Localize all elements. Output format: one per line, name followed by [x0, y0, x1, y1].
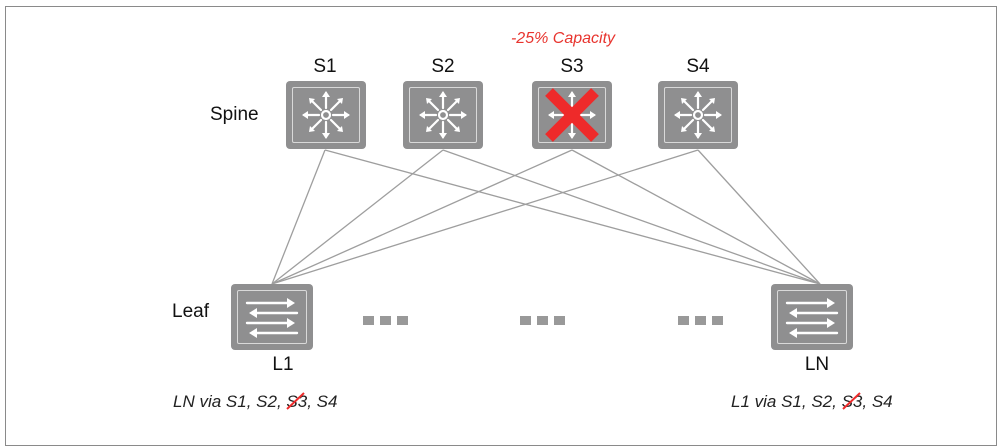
link-s2-l1	[271, 149, 444, 285]
diagram-frame	[5, 6, 997, 446]
route-path-s3-failed: S3	[286, 392, 307, 412]
link-s1-l1	[271, 149, 326, 285]
route-text-left: LN via S1, S2, S3, S4	[173, 392, 338, 412]
route-path-s4: S4	[871, 392, 893, 411]
spine-label-s3: S3	[560, 56, 584, 77]
link-lines	[271, 149, 821, 285]
route-prefix: L1 via	[731, 392, 782, 411]
link-s3-l1	[271, 149, 573, 285]
tier-label-spine: Spine	[210, 104, 259, 125]
route-prefix: LN via	[173, 392, 226, 411]
spine-label-s2: S2	[431, 56, 455, 77]
leaf-label-ln: LN	[804, 354, 830, 375]
leaf-switch-ln[interactable]	[771, 284, 853, 350]
route-path-s1: S1	[225, 392, 247, 411]
multilayer-switch-icon	[419, 91, 467, 139]
layer2-switch-icon	[245, 298, 299, 338]
link-s2-ln	[442, 149, 821, 285]
strike-icon	[841, 392, 861, 410]
link-s4-ln	[697, 149, 821, 285]
strike-icon	[286, 392, 306, 410]
route-path-s3-failed: S3	[842, 392, 863, 412]
spine-switch-s4[interactable]	[658, 81, 738, 149]
route-path-s4: S4	[316, 392, 338, 411]
leaf-switch-l1[interactable]	[231, 284, 313, 350]
link-s4-l1	[271, 149, 699, 285]
route-path-s2: S2	[811, 392, 833, 411]
spine-label-s1: S1	[313, 56, 337, 77]
spine-switch-s1[interactable]	[286, 81, 366, 149]
tier-label-leaf: Leaf	[172, 301, 209, 322]
route-path-s2: S2	[256, 392, 277, 411]
layer2-switch-icon	[785, 298, 839, 338]
multilayer-switch-icon	[674, 91, 722, 139]
spine-label-s4: S4	[686, 56, 710, 77]
link-s3-ln	[571, 149, 821, 285]
link-s1-ln	[324, 149, 821, 285]
capacity-annotation: -25% Capacity	[510, 30, 616, 47]
red-x-icon	[545, 88, 599, 142]
spine-switch-s2[interactable]	[403, 81, 483, 149]
leaf-label-l1: L1	[272, 354, 294, 375]
multilayer-switch-icon	[302, 91, 350, 139]
route-path-s1: S1	[781, 392, 802, 411]
ellipsis-dots	[363, 316, 723, 325]
route-text-right: L1 via S1, S2, S3, S4	[731, 392, 893, 412]
spine-switch-s3[interactable]	[532, 81, 612, 149]
